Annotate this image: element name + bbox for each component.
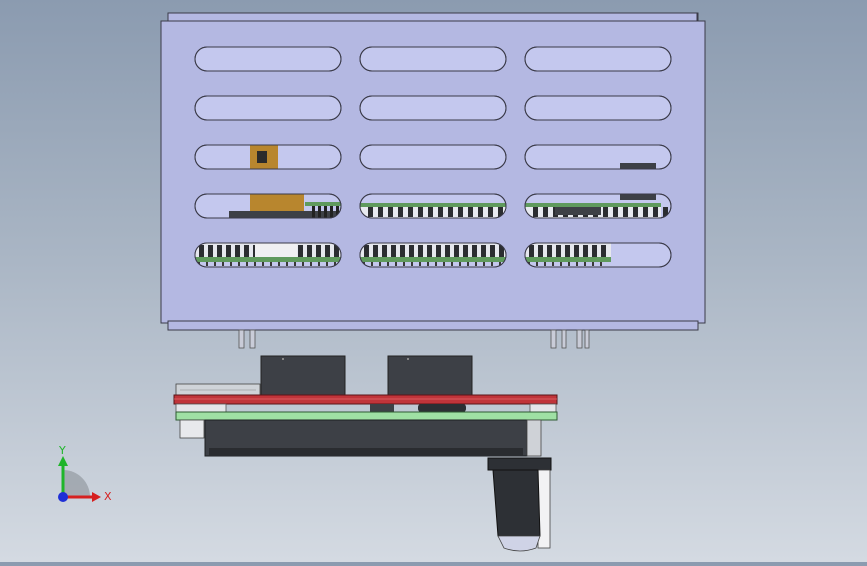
vent-slot [524,46,672,72]
x-axis-label: X [104,490,112,503]
vent-slot [194,144,342,170]
y-axis-label: Y [58,444,66,457]
vent-slot [194,242,342,268]
vent-slot [194,193,342,219]
vent-slot [359,242,507,268]
coordinate-triad: Y X [58,444,112,503]
vent-slot [194,46,342,72]
vent-slots [194,46,672,268]
vent-slot [524,242,672,268]
vent-slot [359,46,507,72]
vent-slot [359,144,507,170]
board-assembly[interactable] [173,355,558,552]
vent-slot [359,193,507,219]
vent-slot [524,144,672,170]
standoffs [238,329,590,349]
vent-slot [524,95,672,121]
vent-slot [524,193,672,219]
vent-slot [194,95,342,121]
vent-slot [359,95,507,121]
